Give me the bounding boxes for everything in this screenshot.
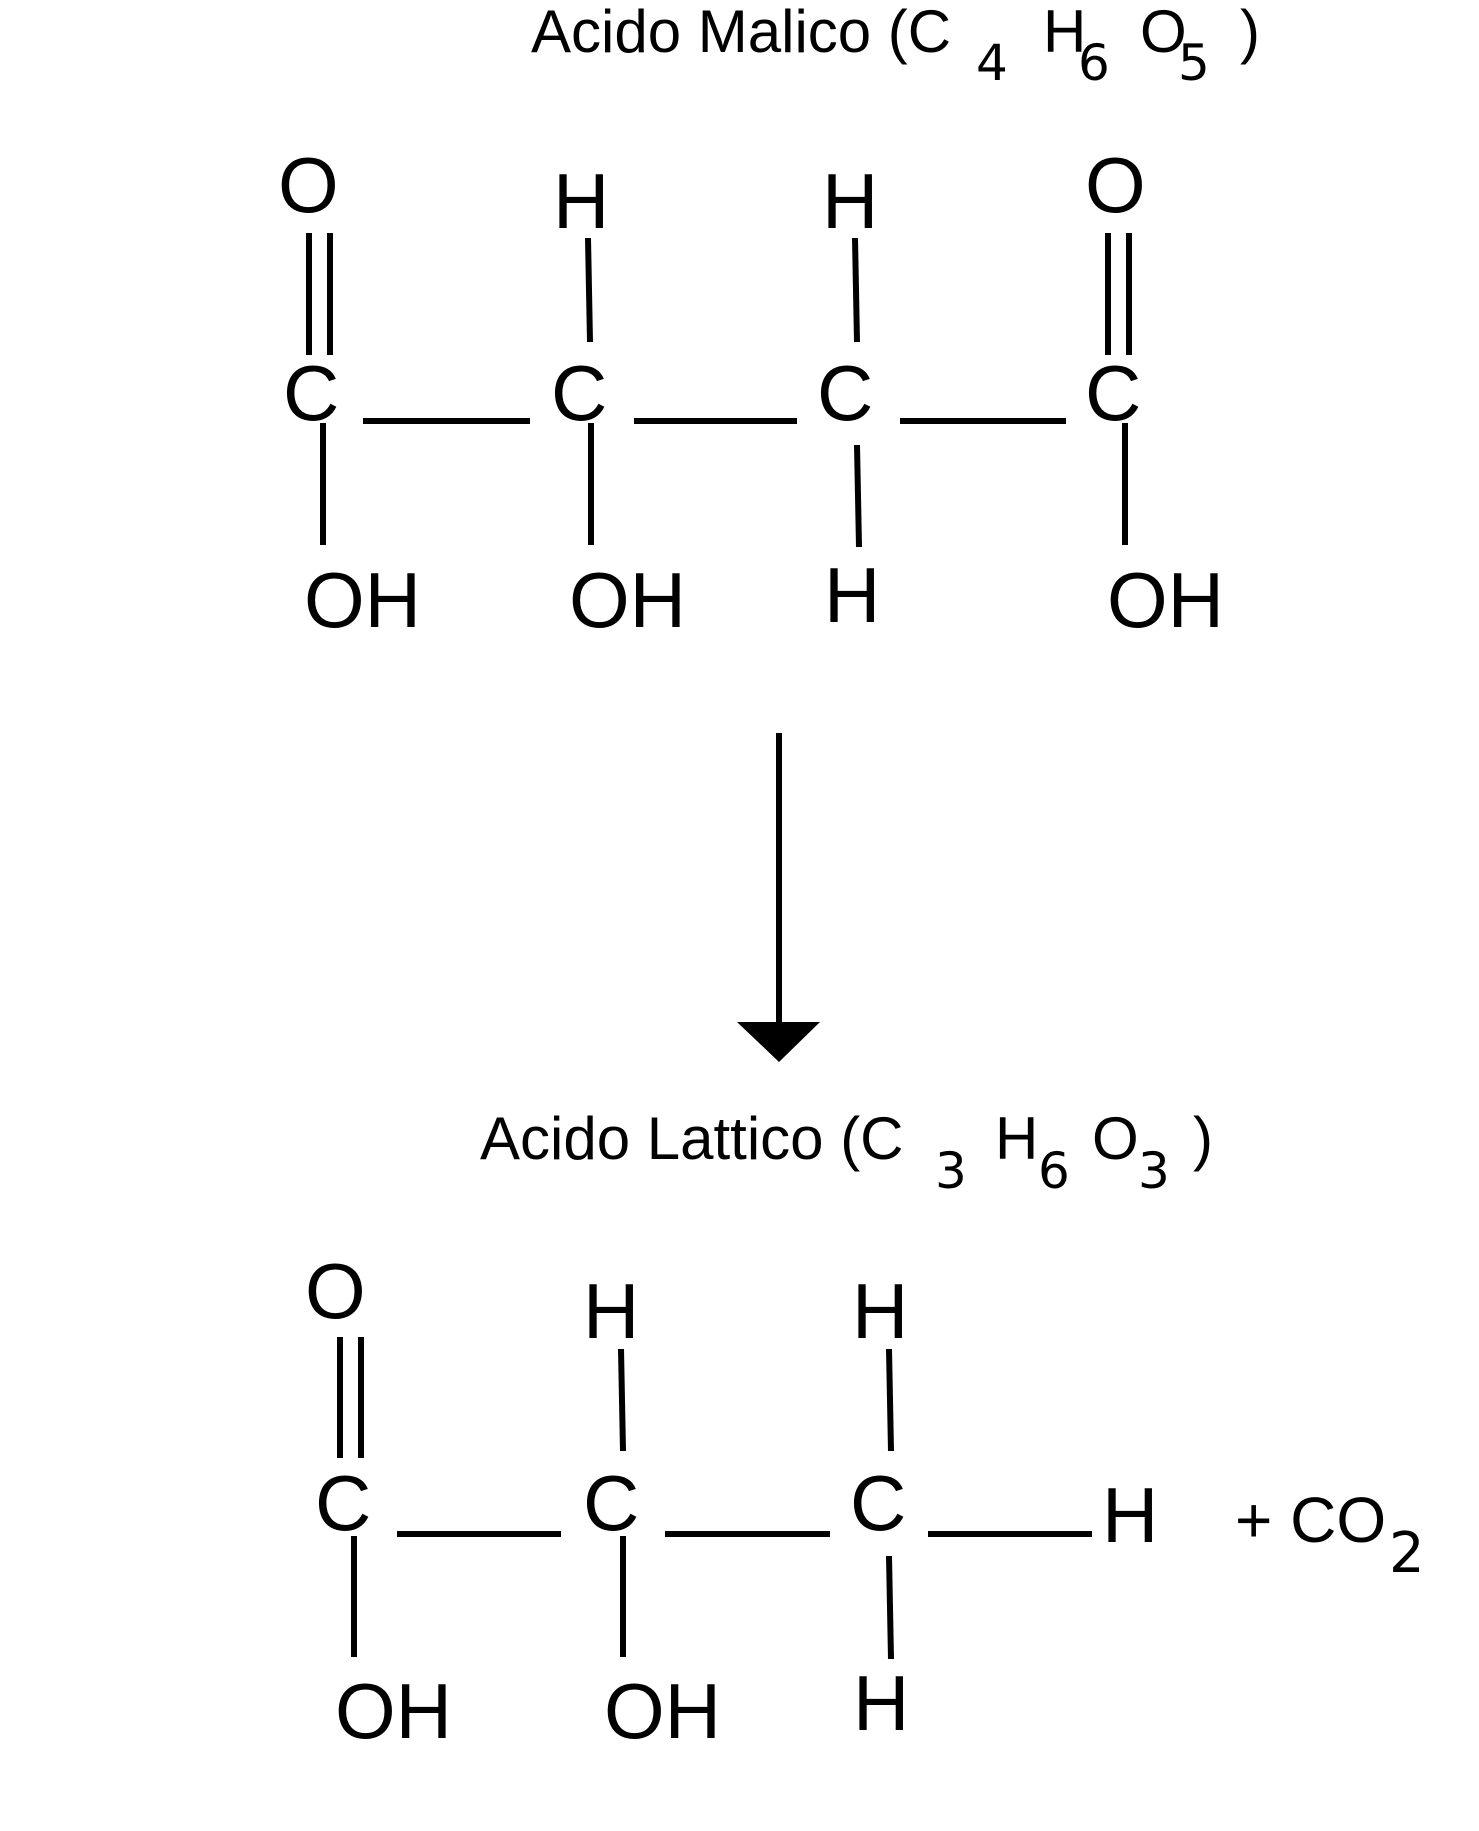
lactic-subscript-h: 6 <box>1038 1142 1070 1200</box>
lactic-acid-title: Acido Lattico (C 3 H 6 O 3 ) <box>480 1105 1213 1200</box>
malic-atom-o-left: O <box>278 141 339 229</box>
lactic-title-o: O <box>1092 1105 1139 1172</box>
lactic-atom-oh-2: OH <box>604 1667 721 1755</box>
malic-acid-structure: O H H O C C C C OH OH H OH <box>278 141 1224 644</box>
malic-atom-c3: C <box>817 349 873 437</box>
lactic-atom-h-top-2: H <box>852 1267 908 1355</box>
malic-atom-h-bottom: H <box>824 551 880 639</box>
lactic-acid-structure: O H H C C C H OH OH H <box>305 1247 1158 1755</box>
lactic-atom-c1: C <box>315 1459 371 1547</box>
lactic-bond-c3-h-bottom <box>886 1555 894 1660</box>
reaction-arrow <box>737 733 820 1062</box>
lactic-atom-o: O <box>305 1247 366 1335</box>
co2-byproduct: + CO 2 <box>1235 1484 1425 1586</box>
lactic-atom-h-bottom: H <box>853 1659 909 1747</box>
lactic-title-prefix: Acido Lattico (C <box>480 1105 904 1172</box>
malic-bond-c3-h <box>854 444 862 548</box>
co2-label: + CO <box>1235 1484 1386 1556</box>
malic-subscript-h: 6 <box>1078 34 1110 92</box>
lactic-title-h: H <box>995 1105 1038 1172</box>
malic-subscript-c: 4 <box>976 34 1008 92</box>
lactic-subscript-o: 3 <box>1138 1142 1170 1200</box>
malic-subscript-o: 5 <box>1178 34 1210 92</box>
reaction-arrow-head <box>737 1022 820 1062</box>
malic-atom-c4: C <box>1085 349 1141 437</box>
lactic-atom-c3: C <box>850 1459 906 1547</box>
malic-title-close: ) <box>1240 0 1260 65</box>
co2-subscript: 2 <box>1389 1521 1425 1586</box>
malic-atom-oh-3: OH <box>1107 556 1224 644</box>
malic-title-h: H <box>1043 0 1086 65</box>
lactic-atom-h-top-1: H <box>583 1267 639 1355</box>
malic-atom-c1: C <box>283 349 339 437</box>
lactic-bond-c2-h <box>618 1348 626 1452</box>
lactic-atom-h-right: H <box>1102 1471 1158 1559</box>
malic-atom-oh-1: OH <box>304 556 421 644</box>
lactic-atom-oh-1: OH <box>335 1667 452 1755</box>
malic-bond-c2-h <box>585 237 593 343</box>
malic-bond-c3-h <box>852 237 860 343</box>
lactic-title-close: ) <box>1193 1105 1213 1172</box>
lactic-bond-c3-h <box>886 1348 894 1452</box>
malic-title-prefix: Acido Malico (C <box>531 0 951 65</box>
malic-title-o: O <box>1140 0 1187 65</box>
lactic-subscript-c: 3 <box>935 1142 967 1200</box>
malic-atom-c2: C <box>551 349 607 437</box>
malic-atom-h-top-1: H <box>553 157 609 245</box>
malic-acid-title: Acido Malico (C 4 H 6 O 5 ) <box>531 0 1260 92</box>
malic-atom-oh-2: OH <box>569 556 686 644</box>
malic-atom-h-top-2: H <box>822 157 878 245</box>
lactic-atom-c2: C <box>583 1459 639 1547</box>
malic-atom-o-right: O <box>1085 141 1146 229</box>
